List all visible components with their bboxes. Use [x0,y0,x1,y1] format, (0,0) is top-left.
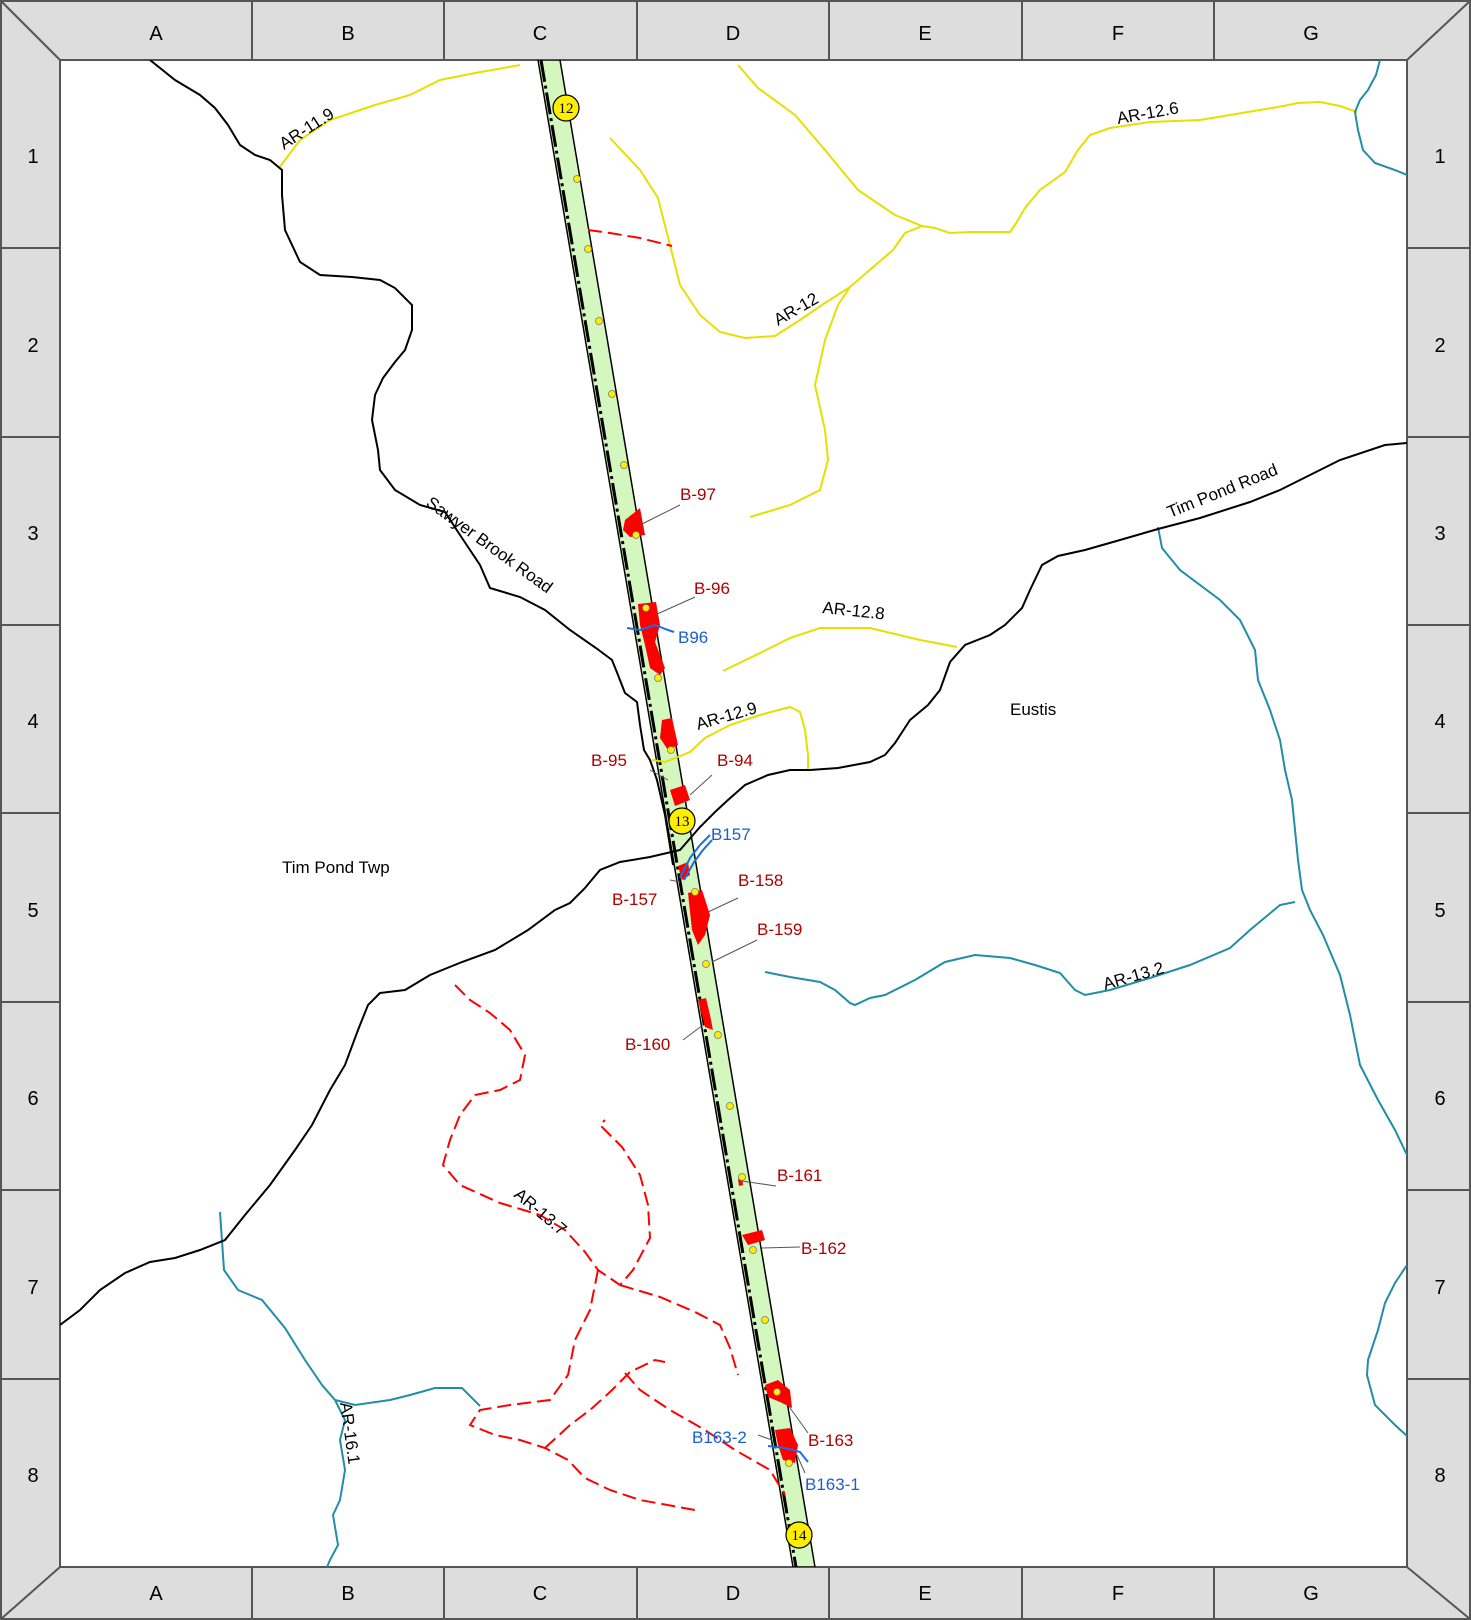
leader-lines [639,504,809,1474]
wetland-label-b160: B-160 [625,1035,670,1054]
crossing-lines [626,623,809,1463]
column-label-top: E [918,23,931,45]
crossing-label-b157: B157 [711,825,751,844]
milepost-14-marker [785,1521,813,1549]
wetland-b97-shape [623,508,645,537]
stream-ar-13-7 [441,984,652,1287]
row-label-left: 7 [27,1277,38,1299]
roads [60,60,1407,1326]
wetland-label-b163: B-163 [808,1431,853,1450]
place-label-eustis: Eustis [1010,700,1056,719]
row-label-left: 2 [27,335,38,357]
stream-upper-dashed [587,229,673,247]
column-label-top: F [1112,23,1124,45]
milepost-13-label: 13 [675,814,690,830]
wetland-b96-shape [638,602,665,675]
wetlands [623,508,798,1463]
row-label-right: 7 [1434,1277,1445,1299]
row-label-left: 4 [27,711,38,733]
pipeline-centerline [539,60,798,1567]
milepost-12-label: 12 [559,101,574,117]
yellow-streams [278,64,1358,770]
crossing-b96-line [626,623,675,633]
milepost-14[interactable]: 14 [785,1521,813,1549]
column-label-top: D [726,23,740,45]
stream-ar-11-9 [278,64,521,169]
stream-ar-16-1 [219,1211,347,1567]
column-label-bottom: A [149,1583,163,1605]
stream-ar-13-7-branch3 [544,1358,666,1449]
column-label-bottom: G [1303,1583,1319,1605]
milepost-13-marker [668,807,696,835]
row-label-left: 3 [27,523,38,545]
wetland-b163b-shape [775,1428,798,1463]
row-label-right: 5 [1434,900,1445,922]
row-label-right: 4 [1434,711,1445,733]
wetland-label-b94: B-94 [717,751,753,770]
row-label-left: 1 [27,146,38,168]
wetland-b160-shape [698,998,713,1030]
stream-tim-pond-east [1157,526,1407,1156]
stream-ar-12-9 [651,705,809,770]
row-label-right: 1 [1434,146,1445,168]
wetland-b162-shape [742,1230,765,1245]
column-label-top: B [341,23,354,45]
wetland-label-b97: B-97 [680,485,716,504]
wetland-b158-shape [688,890,710,945]
stream-ar-16-1-branch [334,1387,481,1407]
crossing-label-b96: B96 [678,628,708,647]
crossing-b163-line [767,1445,809,1463]
corridor-markers [573,175,793,1467]
stream-ar-13-2 [764,901,1296,1007]
stream-ar-13-7-branch2 [619,1284,739,1376]
column-label-top: A [149,23,163,45]
stream-ar-12 [609,64,925,340]
milepost-12-marker [552,94,580,122]
wetland-label-b158: B-158 [738,871,783,890]
column-label-bottom: E [918,1583,931,1605]
column-label-bottom: B [341,1583,354,1605]
wetland-label-b95: B-95 [591,751,627,770]
wetland-label-b157: B-157 [612,890,657,909]
column-label-top: C [533,23,547,45]
row-label-right: 3 [1434,523,1445,545]
stream-ne-corner [1353,60,1407,176]
crossing-label-b163-1: B163-1 [805,1475,860,1494]
crossing-b157-line [679,834,711,879]
road-sawyer-brook [149,60,674,866]
stream-ar-12-6 [921,100,1358,235]
stream-ar-12-8 [722,627,958,672]
milepost-13[interactable]: 13 [668,807,696,835]
place-label-tim-pond-twp: Tim Pond Twp [282,858,390,877]
wetland-b94-shape [670,785,690,806]
column-label-top: G [1303,23,1319,45]
wetland-label-b162: B-162 [801,1239,846,1258]
stream-ar-13-7-branch [468,1269,696,1511]
column-label-bottom: C [533,1583,547,1605]
stream-ar-13-7-branch4 [624,1372,786,1496]
milepost-14-label: 14 [792,1528,808,1544]
wetland-label-b159: B-159 [757,920,802,939]
row-label-right: 2 [1434,335,1445,357]
crossing-label-b163-2: B163-2 [692,1428,747,1447]
row-label-right: 6 [1434,1088,1445,1110]
row-label-left: 6 [27,1088,38,1110]
teal-streams [219,60,1407,1567]
wetland-b95-shape [660,718,678,750]
column-label-bottom: F [1112,1583,1124,1605]
road-tim-pond [60,442,1407,1326]
wetland-label-b161: B-161 [777,1166,822,1185]
stream-se-edge [1365,1264,1407,1437]
milepost-12[interactable]: 12 [552,94,580,122]
red-dashed-streams [441,229,786,1511]
row-label-right: 8 [1434,1465,1445,1487]
stream-ar-12-branch [749,286,851,518]
wetland-label-b96: B-96 [694,579,730,598]
column-label-bottom: D [726,1583,740,1605]
row-label-left: 5 [27,900,38,922]
crossing-b157-line2 [683,839,713,881]
row-label-left: 8 [27,1465,38,1487]
